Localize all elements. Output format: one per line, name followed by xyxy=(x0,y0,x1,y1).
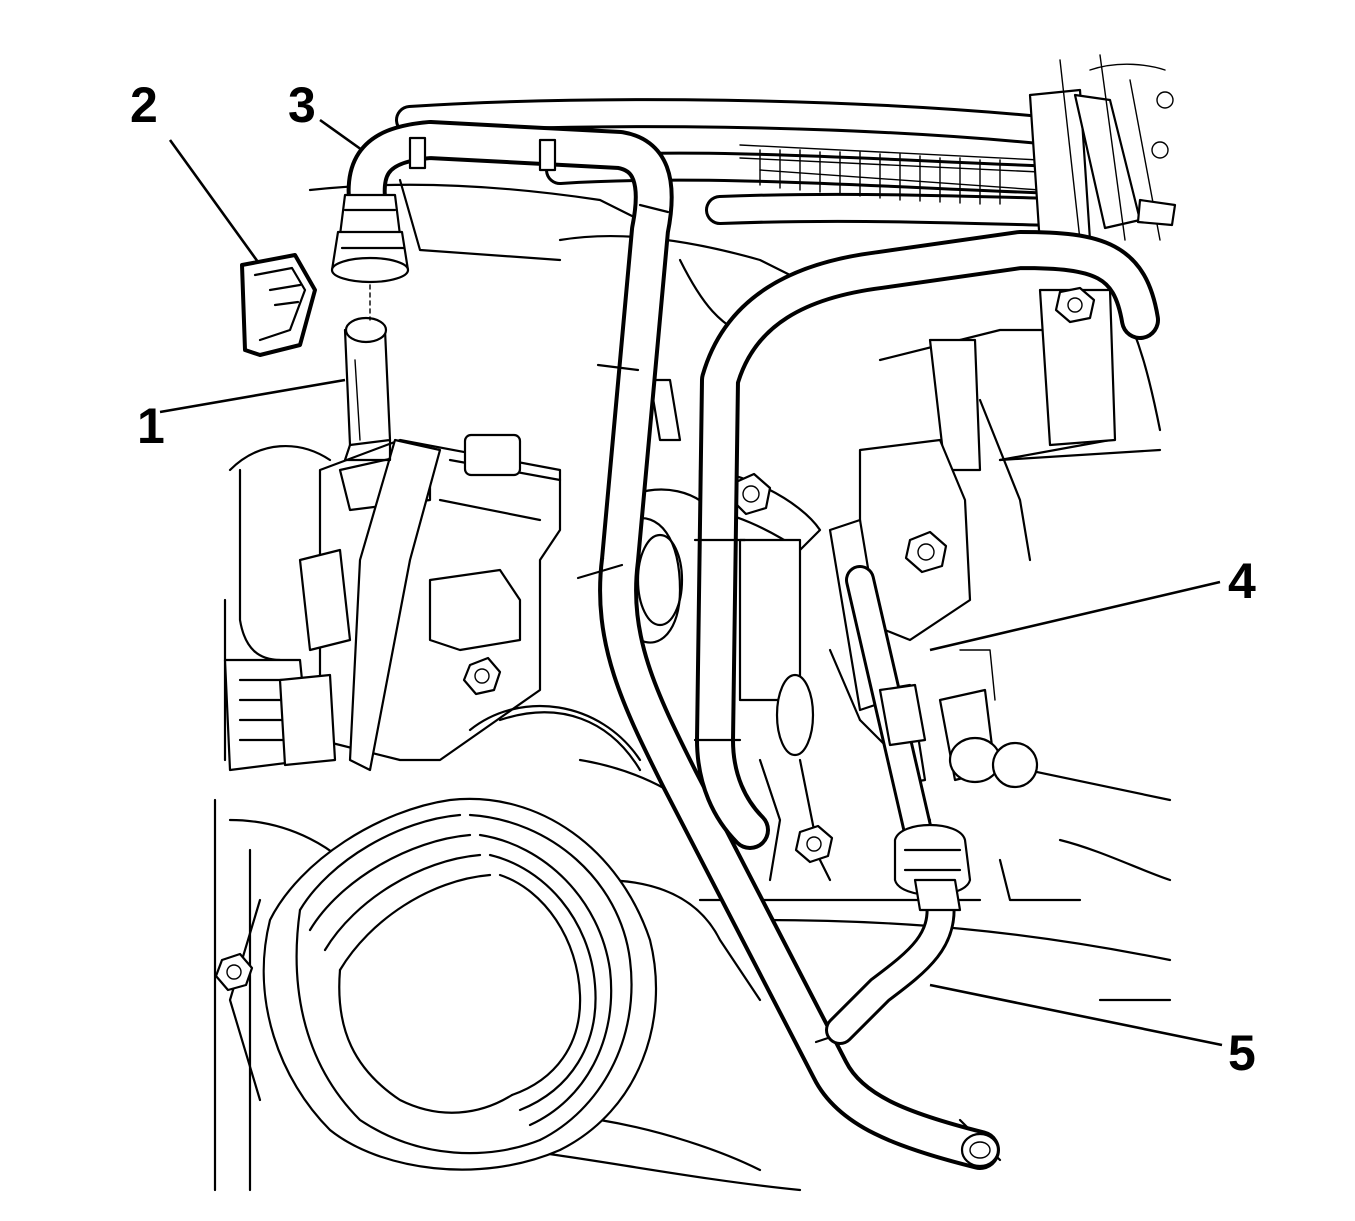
vent-hose-fitting xyxy=(343,316,392,462)
leader-line-5 xyxy=(929,983,1223,1047)
hose-3-upper xyxy=(330,120,1000,1170)
throttle-body xyxy=(223,433,562,772)
hose-4-5-lower xyxy=(693,230,1160,1045)
callout-2: 2 xyxy=(130,77,158,133)
callout-5: 5 xyxy=(1228,1025,1256,1081)
callout-3: 3 xyxy=(288,77,316,133)
bolt-icon xyxy=(214,952,254,992)
leader-line-2 xyxy=(168,139,260,263)
leader-line-1 xyxy=(159,378,346,414)
bolt-icon xyxy=(904,530,948,574)
bolt-icon xyxy=(1054,286,1096,324)
bolt-icon xyxy=(462,656,502,696)
leader-line-3 xyxy=(319,118,363,152)
leader-lines xyxy=(159,118,1223,1047)
air-intake-duct xyxy=(214,704,658,1171)
retaining-clip xyxy=(240,253,317,357)
callout-1: 1 xyxy=(137,398,165,454)
bolt-icon xyxy=(794,824,834,864)
callout-4: 4 xyxy=(1228,553,1256,609)
leader-line-4 xyxy=(929,580,1221,652)
